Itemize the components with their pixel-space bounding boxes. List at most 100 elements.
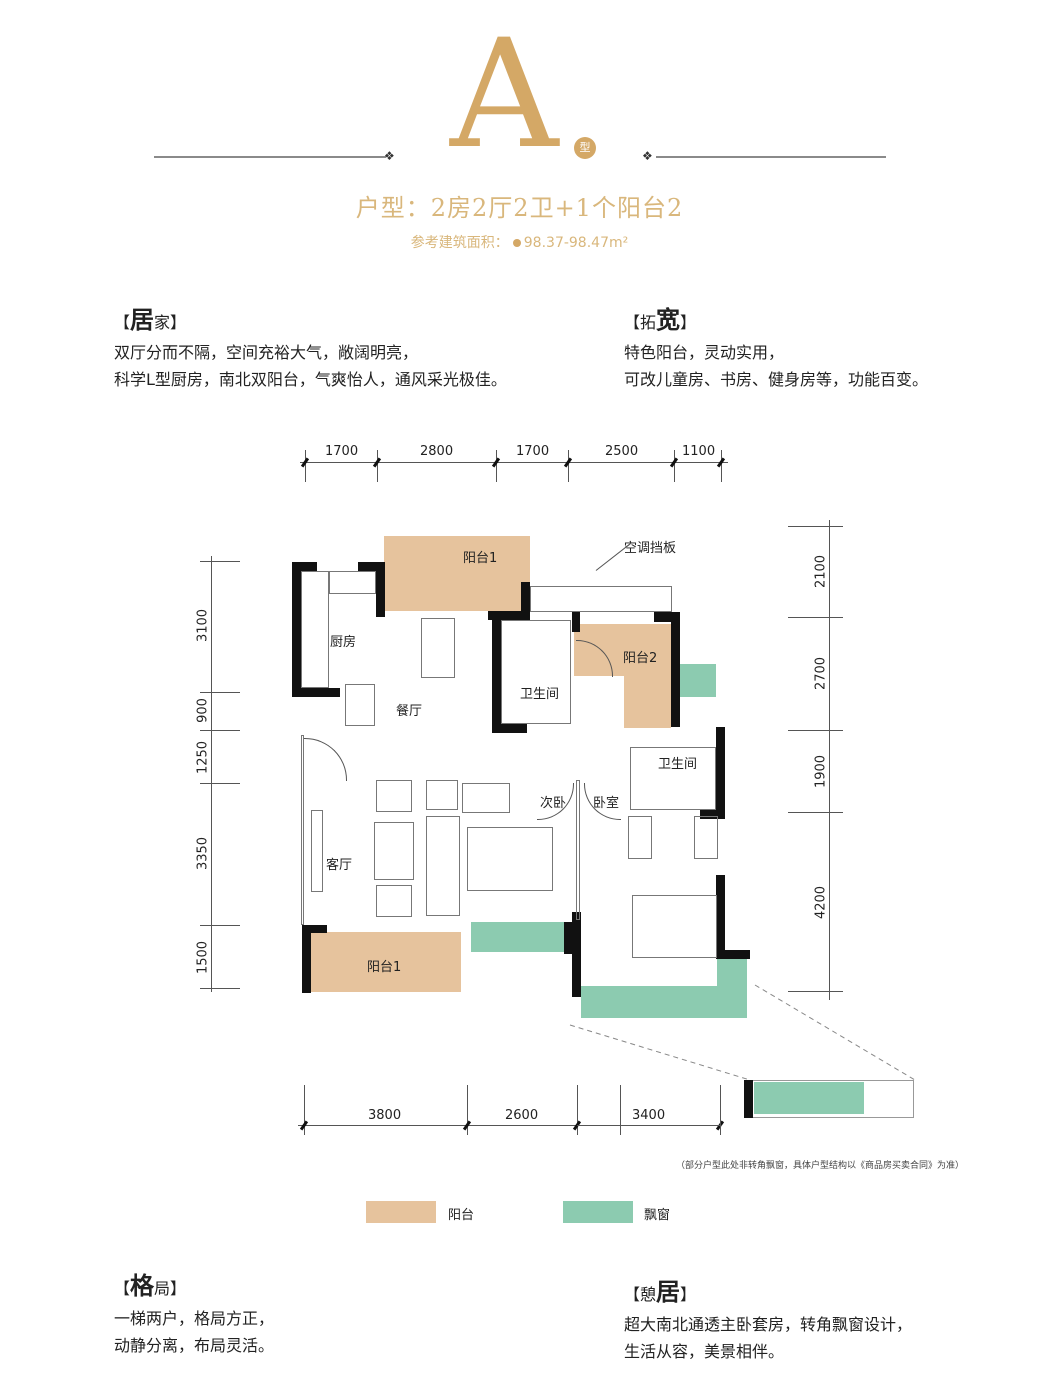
wall	[292, 688, 340, 697]
dim-top-5: 1100	[682, 444, 716, 459]
wall	[492, 724, 527, 733]
wardrobe-master-right	[694, 816, 718, 859]
door-arc-living	[304, 738, 347, 781]
ac-panel	[530, 586, 672, 612]
dim-ext	[720, 1085, 721, 1135]
dim-left-2: 900	[195, 698, 211, 723]
feature-body: 一梯两户，格局方正， 动静分离，布局灵活。	[114, 1309, 275, 1355]
feature-qiju: 【憩居】 超大南北通透主卧套房，转角飘窗设计， 生活从容，美景相伴。	[624, 1272, 912, 1365]
footnote: （部分户型此处非转角飘窗，具体户型结构以《商品房买卖合同》为准）	[676, 1161, 965, 1171]
coffee-table	[374, 822, 414, 880]
dim-left-3: 1250	[195, 740, 211, 775]
dim-top-4: 2500	[605, 444, 639, 459]
dim-left-4: 3350	[195, 836, 211, 871]
dim-ext	[467, 1085, 468, 1135]
feature-body: 特色阳台，灵动实用， 可改儿童房、书房、健身房等，功能百变。	[624, 343, 929, 389]
type-badge: 型	[574, 137, 596, 159]
legend-label-balcony: 阳台	[448, 1208, 475, 1223]
kitchen-counter	[301, 571, 329, 688]
dim-ext	[788, 730, 843, 731]
bay-window-master-east	[717, 955, 747, 1018]
header-rule-left	[154, 156, 386, 158]
feature-geju: 【格局】 一梯两户，格局方正， 动静分离，布局灵活。	[114, 1266, 274, 1359]
wall	[302, 925, 327, 933]
label-master-bedroom: 卧室	[593, 796, 620, 811]
dim-right-3: 1900	[813, 754, 829, 789]
exterior-outline	[301, 735, 304, 925]
dim-ext	[577, 1085, 578, 1135]
fridge	[345, 684, 375, 726]
dim-ext	[568, 450, 569, 482]
wall	[716, 950, 750, 959]
kitchen-counter-top	[329, 571, 376, 594]
bay-window-second-bedroom	[471, 922, 565, 952]
wall	[521, 582, 530, 620]
dim-line-left	[211, 556, 212, 992]
dim-ext	[200, 730, 240, 731]
wardrobe-master-left	[628, 816, 652, 859]
feature-body: 超大南北通透主卧套房，转角飘窗设计， 生活从容，美景相伴。	[624, 1315, 913, 1361]
wall	[572, 612, 580, 632]
dim-top-3: 1700	[516, 444, 550, 459]
dim-bottom-2: 2600	[505, 1108, 539, 1123]
dining-table	[421, 618, 455, 678]
wall	[654, 612, 680, 622]
label-bathroom1: 卫生间	[520, 687, 560, 702]
dim-right-2: 2700	[813, 656, 829, 691]
feature-title: 【憩居】	[624, 1278, 697, 1306]
layout-subtitle: 户型：2房2厅2卫+1个阳台2	[355, 194, 684, 222]
dim-top-1: 1700	[325, 444, 359, 459]
bathroom2-outline	[630, 747, 716, 810]
wall	[716, 727, 725, 819]
wall	[358, 562, 384, 571]
balcony1-south	[310, 932, 461, 992]
wall	[292, 562, 317, 571]
dim-line-top	[300, 462, 728, 463]
area-dot-icon	[512, 238, 521, 247]
bed-master	[632, 895, 717, 958]
ac-panel-leader	[595, 542, 632, 571]
tv-cabinet	[311, 810, 323, 892]
dim-ext	[674, 450, 675, 482]
sofa-chair-top	[376, 780, 412, 812]
wall	[572, 922, 581, 997]
area-value: 98.37-98.47m²	[523, 235, 629, 251]
label-balcony1-north: 阳台1	[463, 551, 498, 566]
side-table	[426, 780, 458, 810]
feature-title: 【居家】	[114, 306, 187, 334]
sofa	[426, 816, 460, 916]
dim-ext	[200, 692, 240, 693]
label-bathroom2: 卫生间	[658, 757, 698, 772]
header-rule-right	[656, 156, 886, 158]
dim-left-1: 3100	[195, 608, 211, 643]
bathroom1-outline	[501, 620, 571, 724]
dim-line-bottom	[298, 1125, 648, 1126]
dim-ext	[496, 450, 497, 482]
bed-second	[467, 827, 553, 891]
bay-window-bath	[679, 664, 716, 697]
dim-bottom-3: 3400	[632, 1108, 666, 1123]
legend-label-bay: 飘窗	[644, 1208, 671, 1223]
legend-swatch-balcony	[366, 1201, 436, 1223]
dim-ext	[788, 526, 843, 527]
balcony2-lower	[624, 676, 671, 728]
area-label: 参考建筑面积：	[410, 235, 509, 251]
dim-ext	[788, 812, 843, 813]
dim-right-1: 2100	[813, 554, 829, 589]
type-letter: A	[450, 8, 558, 182]
feature-title: 【拓宽】	[624, 306, 697, 334]
wall	[744, 1080, 753, 1118]
wall	[292, 562, 301, 697]
feature-tuokuan: 【拓宽】 特色阳台，灵动实用， 可改儿童房、书房、健身房等，功能百变。	[624, 300, 928, 393]
sofa-chair-bottom	[376, 885, 412, 917]
ornament-left-icon: ❖	[384, 149, 395, 163]
legend-swatch-bay	[563, 1201, 633, 1223]
dim-ext	[377, 450, 378, 482]
label-living: 客厅	[326, 858, 353, 873]
wall	[671, 612, 680, 727]
dim-ext	[620, 1085, 621, 1135]
bay-window-corner	[754, 1082, 864, 1114]
dim-ext	[200, 988, 240, 989]
feature-juja: 【居家】 双厅分而不隔，空间充裕大气，敞阔明亮， 科学L型厨房，南北双阳台，气爽…	[114, 300, 507, 393]
